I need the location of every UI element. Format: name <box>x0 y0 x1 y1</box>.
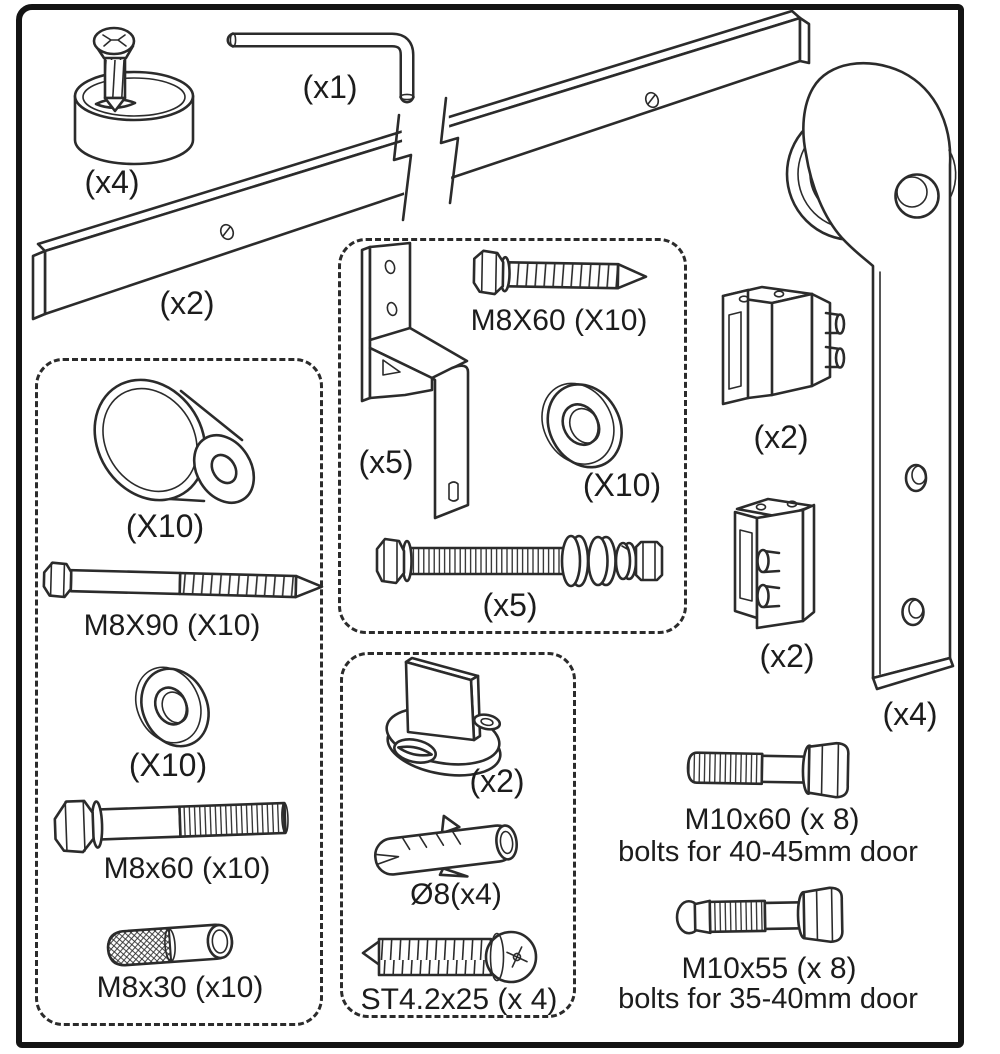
label-bolt2-note: bolts for 35-40mm door <box>618 983 918 1015</box>
anchor-m8x30-illustration <box>106 923 234 967</box>
washer-illustration-left <box>134 666 210 748</box>
floor-stopper-illustration <box>73 26 195 166</box>
strap-hole <box>904 463 928 493</box>
floor-guide-illustration <box>385 656 502 777</box>
label-bolt1: M10x60 (x 8) <box>684 803 860 836</box>
door-stopper-bracket-middle <box>733 497 816 630</box>
guide-screw-hole <box>472 713 502 731</box>
label-left-washer-qty: (X10) <box>128 747 208 783</box>
label-guide-qty: (x2) <box>469 763 525 799</box>
rail-hole <box>219 223 235 241</box>
bushing-illustration <box>93 378 256 505</box>
label-left-bolt: M8x60 (x10) <box>103 852 271 885</box>
label-mid-washer-qty: (X10) <box>582 467 662 503</box>
label-bolt1-note: bolts for 40-45mm door <box>618 836 918 868</box>
strap-hole <box>901 597 925 627</box>
flat-washer <box>587 535 617 587</box>
bolt-m8x60-illustration <box>53 799 289 854</box>
label-left-lag-screw: M8X90 (X10) <box>83 609 261 642</box>
rail-illustration <box>31 9 811 321</box>
diagram-border <box>16 4 964 1048</box>
label-bushing-qty: (X10) <box>125 508 205 544</box>
label-hanger-qty: (x4) <box>882 696 938 732</box>
wall-anchor-illustration <box>373 814 518 878</box>
bolt-m10x55-illustration <box>675 886 844 944</box>
label-bolt2: M10x55 (x 8) <box>681 952 857 985</box>
left-parts-box <box>35 358 323 1026</box>
label-bottom-anchor: Ø8(x4) <box>410 878 502 911</box>
allen-key-illustration <box>226 32 415 104</box>
bolt-assembly-illustration <box>375 534 664 588</box>
bottom-parts-box <box>340 652 576 1018</box>
bolt-m10x60-illustration <box>686 741 850 799</box>
wall-bracket-illustration <box>360 241 470 520</box>
label-allen-key-qty: (x1) <box>302 69 358 105</box>
screw-st42x25-illustration <box>361 930 538 984</box>
hanger-roller-illustration <box>785 61 957 691</box>
washer-illustration-middle <box>541 382 623 469</box>
guide-screw-hole <box>393 738 437 764</box>
middle-parts-box <box>338 238 687 634</box>
lag-screw-m8x60-illustration <box>472 249 648 296</box>
bumper <box>824 345 846 369</box>
label-floor-stopper-qty: (x4) <box>84 164 140 200</box>
bumper <box>756 583 781 609</box>
bumper <box>756 548 781 574</box>
label-stopper-mid-qty: (x2) <box>759 638 815 674</box>
label-mid-lag-screw: M8X60 (X10) <box>470 304 648 337</box>
label-bottom-screw: ST4.2x25 (x 4) <box>360 983 558 1016</box>
hex-nut <box>634 540 664 582</box>
label-rail-qty: (x2) <box>159 285 215 321</box>
axle-pin <box>894 173 940 219</box>
rail-hole <box>644 91 660 109</box>
countersunk-screw <box>92 26 136 113</box>
label-mid-bolt-qty: (x5) <box>482 587 538 623</box>
door-stopper-bracket-top <box>721 285 846 406</box>
label-left-anchor: M8x30 (x10) <box>96 971 264 1004</box>
label-mid-bracket-qty: (x5) <box>358 444 414 480</box>
label-stopper-top-qty: (x2) <box>753 419 809 455</box>
bumper <box>824 311 846 335</box>
lag-screw-m8x90-illustration <box>42 561 324 599</box>
spring-washer <box>614 541 638 581</box>
flat-washer <box>560 534 590 588</box>
